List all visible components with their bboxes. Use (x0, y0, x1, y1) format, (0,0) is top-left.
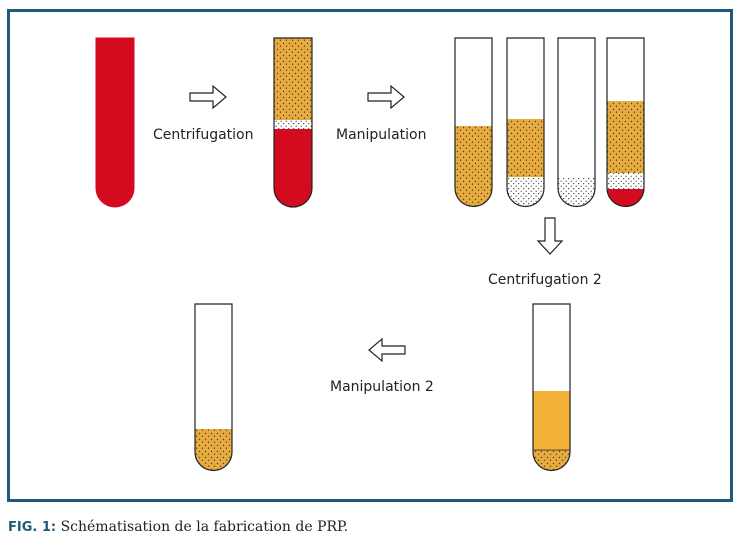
label-manipulation: Manipulation (336, 127, 426, 143)
figure-caption: FIG. 1: Schématisation de la fabrication… (8, 519, 348, 535)
label-centrifugation-2: Centrifugation 2 (488, 272, 602, 288)
tube-prp-final (194, 303, 233, 472)
tube-buffy-only (557, 37, 596, 208)
tube-plasma (454, 37, 493, 208)
label-manipulation-2: Manipulation 2 (330, 379, 434, 395)
caption-text: Schématisation de la fabrication de PRP. (60, 519, 349, 535)
arrow-left-icon (368, 337, 406, 363)
tube-whole-blood (95, 37, 135, 208)
tube-after-centrifugation-2 (532, 303, 571, 472)
tube-plasma-buffy-red (606, 37, 645, 208)
tube-plasma-buffy (506, 37, 545, 208)
tube-separated (273, 37, 313, 208)
label-centrifugation: Centrifugation (153, 127, 253, 143)
arrow-right-icon (367, 84, 405, 110)
figure-frame (7, 9, 733, 502)
arrow-down-icon (536, 217, 564, 255)
caption-prefix: FIG. 1: (8, 520, 57, 535)
arrow-right-icon (189, 84, 227, 110)
